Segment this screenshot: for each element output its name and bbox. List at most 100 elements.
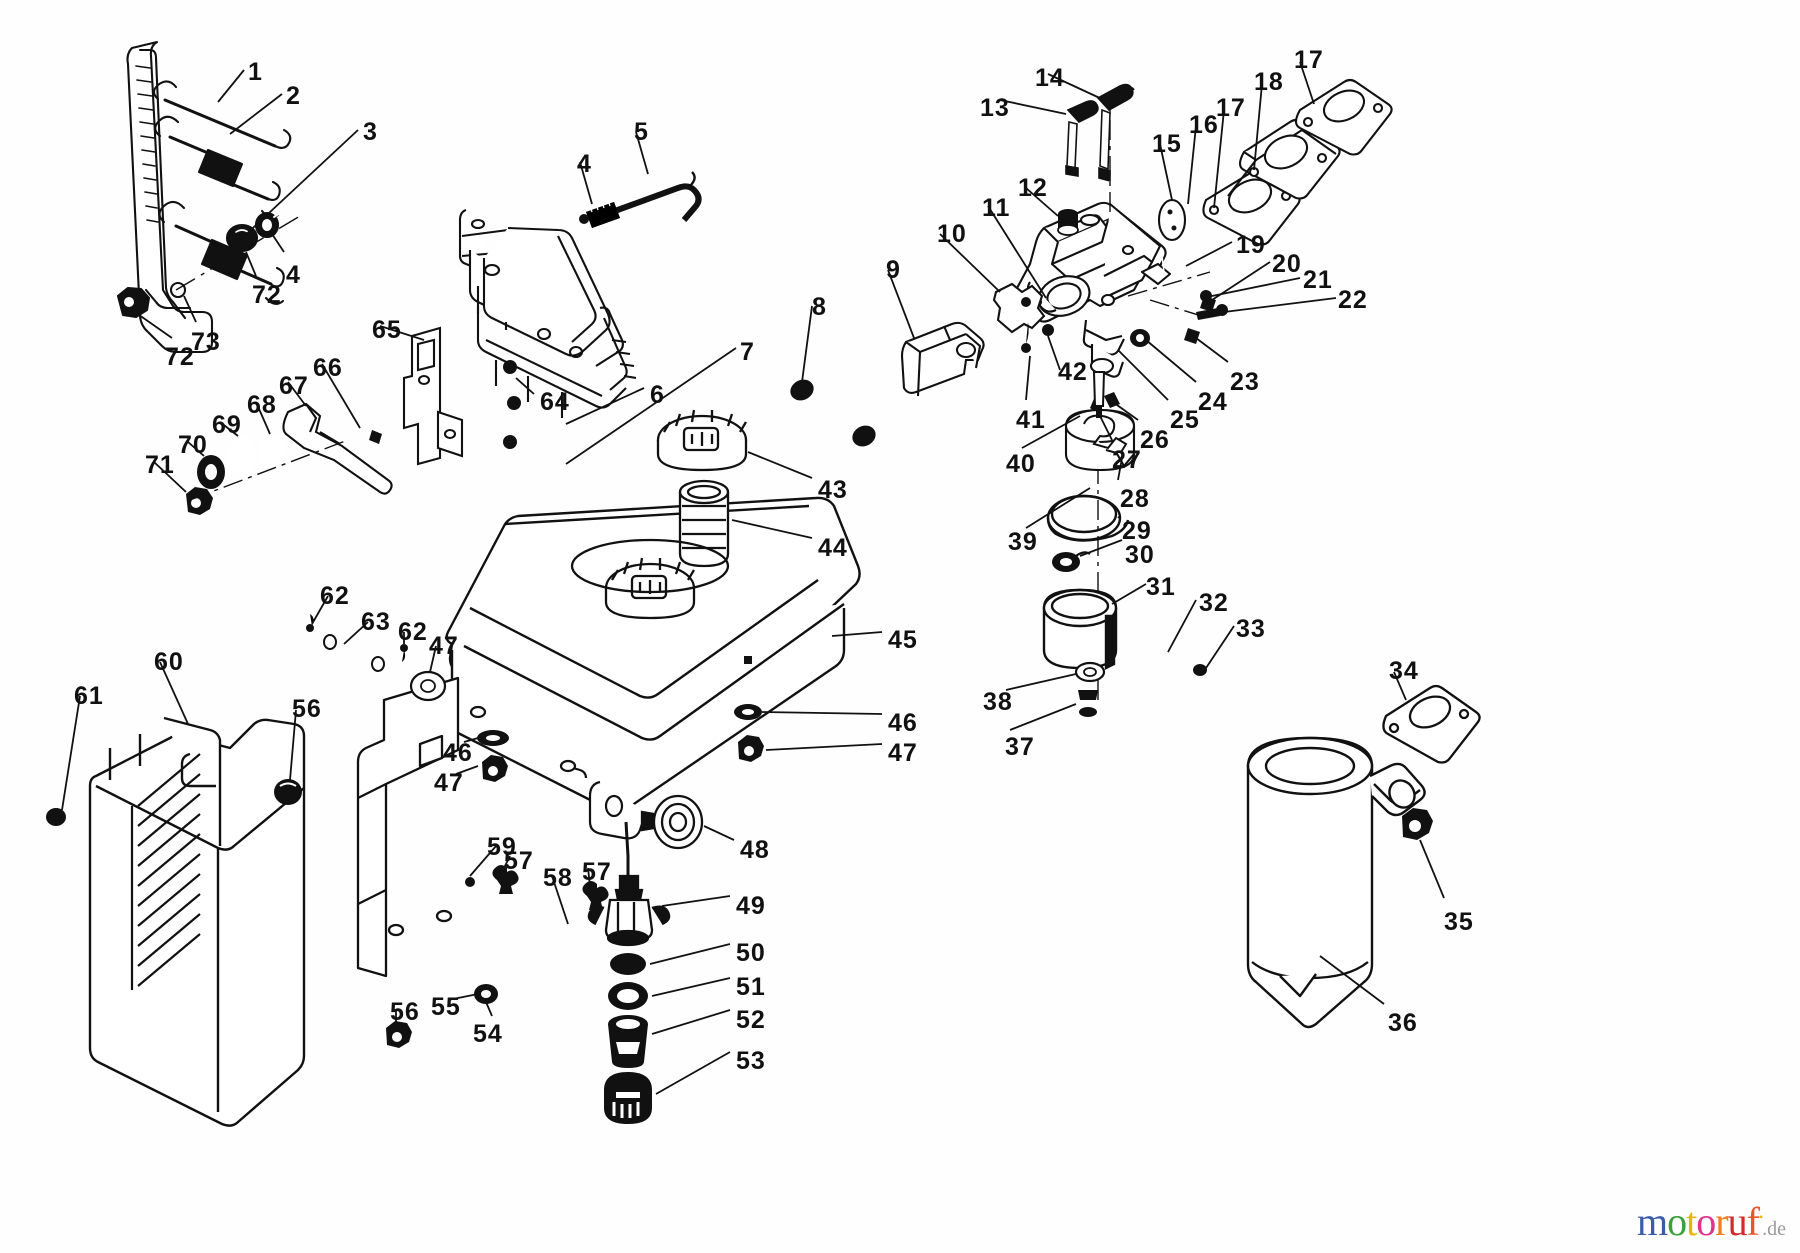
callout-number-32: 32 <box>1199 589 1229 617</box>
watermark-motoruf: motoruf•.de <box>1637 1198 1786 1245</box>
callout-number-29: 29 <box>1122 517 1152 545</box>
callout-number-5: 5 <box>634 118 649 146</box>
bowl-nut-53 <box>604 1072 652 1124</box>
throttle-plate-15 <box>1157 198 1187 242</box>
pin-11 <box>1021 297 1031 307</box>
callout-number-19: 19 <box>1236 231 1266 259</box>
callout-number-47: 47 <box>429 632 459 660</box>
spring-1 <box>152 80 292 149</box>
callout-number-35: 35 <box>1444 908 1474 936</box>
callout-number-40: 40 <box>1006 450 1036 478</box>
washer-50 <box>610 953 646 975</box>
jet-24 <box>1130 329 1150 347</box>
callout-number-44: 44 <box>818 534 848 562</box>
fuel-hose-58 <box>490 890 582 934</box>
callout-number-65: 65 <box>372 316 402 344</box>
pin-39 <box>1092 482 1106 490</box>
control-lever-parts <box>282 402 393 495</box>
callout-number-41: 41 <box>1016 406 1046 434</box>
throttle-lever-part <box>126 40 214 354</box>
gasket-17b <box>1294 78 1393 156</box>
bolt-7 <box>503 435 564 469</box>
callout-number-8: 8 <box>812 293 827 321</box>
callout-number-17: 17 <box>1294 46 1324 74</box>
tank-cap-43 <box>656 409 748 472</box>
watermark-letter-3: o <box>1696 1199 1716 1244</box>
callout-number-60: 60 <box>154 648 184 676</box>
nut-72a <box>116 286 151 319</box>
pin-21 <box>1200 290 1212 302</box>
callout-number-6: 6 <box>650 381 665 409</box>
callout-number-47: 47 <box>888 739 918 767</box>
muffler-36 <box>1246 736 1374 1029</box>
engine-shroud-60 <box>88 716 306 1127</box>
carburetor-body <box>1013 201 1172 378</box>
callout-number-67: 67 <box>279 372 309 400</box>
clip-59 <box>465 877 475 887</box>
callout-number-69: 69 <box>212 411 242 439</box>
callout-number-36: 36 <box>1388 1009 1418 1037</box>
fuel-line-54 <box>474 984 498 1004</box>
callout-number-58: 58 <box>543 864 573 892</box>
gasket-ring-29 <box>1046 494 1130 542</box>
watermark-letter-6: f <box>1746 1199 1760 1244</box>
fuel-tank <box>445 496 861 813</box>
callout-number-15: 15 <box>1152 130 1182 158</box>
callout-number-66: 66 <box>313 354 343 382</box>
callout-number-24: 24 <box>1198 388 1228 416</box>
callout-number-34: 34 <box>1389 657 1419 685</box>
callout-number-12: 12 <box>1018 174 1048 202</box>
callout-number-46: 46 <box>443 739 473 767</box>
callout-number-56: 56 <box>292 695 322 723</box>
callout-number-2: 2 <box>286 82 301 110</box>
screw-33 <box>1178 660 1207 676</box>
washer-68 <box>260 434 286 470</box>
bolt-6 <box>507 396 566 426</box>
callout-number-55: 55 <box>431 993 461 1021</box>
callout-number-13: 13 <box>980 94 1010 122</box>
insulator-9 <box>900 321 985 397</box>
fuel-valve-49 <box>587 821 671 947</box>
bolt-8b <box>852 396 946 447</box>
callout-number-1: 1 <box>248 58 263 86</box>
callout-number-4: 4 <box>577 150 592 178</box>
lever-14 <box>1096 83 1135 183</box>
pin-41 <box>1021 322 1031 353</box>
bolt-61 <box>46 808 96 832</box>
bolt-37 <box>1078 690 1098 717</box>
washer-38 <box>1074 661 1106 683</box>
callout-number-42: 42 <box>1058 358 1088 386</box>
shroud-louvers <box>130 753 201 990</box>
callout-number-9: 9 <box>886 256 901 284</box>
callout-number-48: 48 <box>740 836 770 864</box>
callout-number-52: 52 <box>736 1006 766 1034</box>
gasket-10 <box>992 282 1046 334</box>
rod-63 <box>323 634 385 672</box>
tank-tabs <box>469 705 648 840</box>
float-27-28 <box>1064 408 1136 472</box>
bracket-65 <box>402 326 464 466</box>
nut-70 <box>197 455 225 489</box>
callout-number-3: 3 <box>363 118 378 146</box>
leader-lines <box>61 61 1445 1095</box>
callout-number-61: 61 <box>74 682 104 710</box>
tank-mount-left <box>477 730 509 782</box>
bolt-64 <box>503 360 538 378</box>
callout-number-72: 72 <box>165 343 195 371</box>
float-bowl-31 <box>1042 588 1118 670</box>
nut-71 <box>186 487 213 515</box>
callout-number-51: 51 <box>736 973 766 1001</box>
callout-number-28: 28 <box>1120 485 1150 513</box>
callout-number-30: 30 <box>1125 541 1155 569</box>
callout-number-53: 53 <box>736 1047 766 1075</box>
tank-stud <box>734 656 764 762</box>
callout-number-18: 18 <box>1254 68 1284 96</box>
part-4-ferrule <box>579 199 620 228</box>
callout-number-47: 47 <box>434 769 464 797</box>
callout-number-50: 50 <box>736 939 766 967</box>
clamp-57a <box>492 865 519 894</box>
callout-number-43: 43 <box>818 476 848 504</box>
valve-knob-48 <box>640 794 704 850</box>
clamp-57b <box>582 881 609 910</box>
